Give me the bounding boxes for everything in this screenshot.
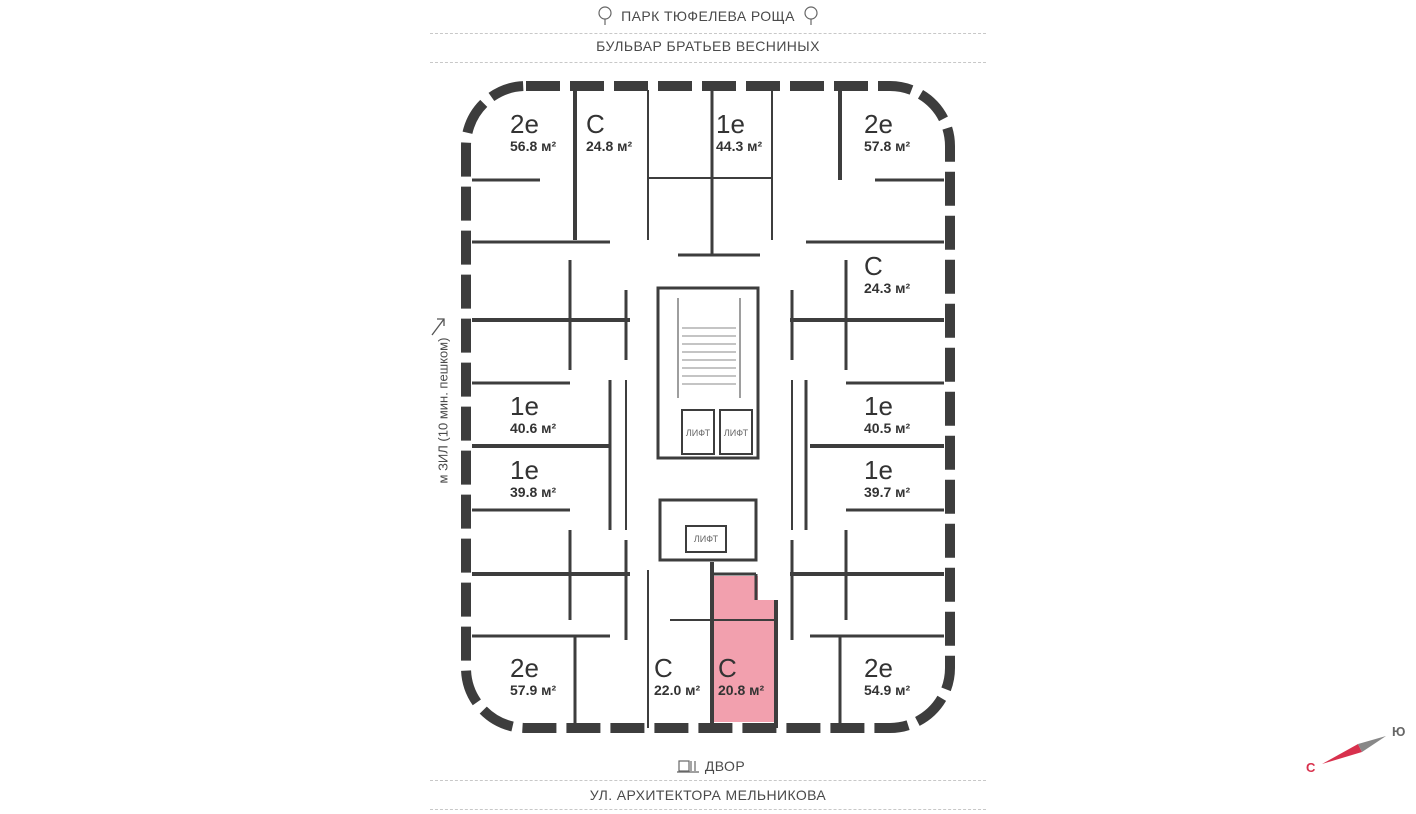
apartment-area: 40.6 м² — [510, 420, 557, 436]
apartment-type: 1е — [864, 455, 893, 485]
divider — [430, 809, 986, 810]
boulevard-name: БУЛЬВАР БРАТЬЕВ ВЕСНИНЫХ — [596, 38, 820, 54]
apartment-2e-57-9[interactable]: 2е 57.9 м² — [510, 654, 556, 698]
apartment-type: 1е — [510, 455, 539, 485]
divider — [430, 33, 986, 34]
park-name: ПАРК ТЮФЕЛЕВА РОЩА — [621, 8, 795, 25]
apartment-area: 24.8 м² — [586, 138, 633, 154]
apartment-type: 1е — [716, 109, 745, 139]
compass-needle-icon — [1322, 736, 1386, 764]
apartment-2e-57-8[interactable]: 2е 57.8 м² — [864, 110, 910, 154]
street-bottom-name: УЛ. АРХИТЕКТОРА МЕЛЬНИКОВА — [589, 787, 827, 803]
lift-label: ЛИФТ — [723, 428, 749, 438]
park-label: ПАРК ТЮФЕЛЕВА РОЩА — [430, 6, 986, 29]
apartment-area: 20.8 м² — [718, 682, 765, 698]
apartment-1e-39-7[interactable]: 1е 39.7 м² — [864, 456, 910, 500]
compass-south: Ю — [1392, 724, 1406, 739]
apartment-1e-40-6[interactable]: 1е 40.6 м² — [510, 392, 556, 436]
apartment-area: 39.8 м² — [510, 484, 557, 500]
apartment-type: 2е — [510, 653, 539, 683]
tree-icon — [595, 6, 615, 29]
apartment-studio-20-8-selected[interactable]: С 20.8 м² — [718, 654, 764, 698]
yard-name: ДВОР — [704, 758, 746, 775]
arrow-icon — [431, 318, 445, 336]
apartment-1e-40-5[interactable]: 1е 40.5 м² — [864, 392, 910, 436]
apartment-1e-44-3[interactable]: 1е 44.3 м² — [716, 110, 762, 154]
apartment-1e-39-8[interactable]: 1е 39.8 м² — [510, 456, 556, 500]
apartment-type: С — [654, 653, 673, 683]
apartment-studio-24-8[interactable]: С 24.8 м² — [586, 110, 632, 154]
apartment-area: 54.9 м² — [864, 682, 911, 698]
apartment-area: 57.9 м² — [510, 682, 557, 698]
apartment-studio-24-3[interactable]: С 24.3 м² — [864, 252, 910, 296]
apartment-2e-54-9[interactable]: 2е 54.9 м² — [864, 654, 910, 698]
apartment-area: 44.3 м² — [716, 138, 763, 154]
boulevard-label: БУЛЬВАР БРАТЬЕВ ВЕСНИНЫХ — [430, 38, 986, 54]
compass: С Ю — [1300, 722, 1410, 782]
street-bottom-label: УЛ. АРХИТЕКТОРА МЕЛЬНИКОВА — [430, 787, 986, 803]
apartment-type: 2е — [864, 109, 893, 139]
apartment-type: С — [718, 653, 737, 683]
yard-label: ДВОР — [430, 758, 986, 777]
metro-direction: м ЗИЛ (10 мин. пешком) — [428, 315, 451, 505]
metro-label: м ЗИЛ (10 мин. пешком) — [435, 337, 451, 484]
floor-plan: 2е 56.8 м² С 24.8 м² 1е 44.3 м² 2е 57.8 … — [460, 80, 956, 734]
divider — [430, 62, 986, 63]
compass-north: С — [1306, 760, 1316, 775]
floor-plan-drawing — [461, 81, 955, 733]
apartment-studio-22-0[interactable]: С 22.0 м² — [654, 654, 700, 698]
apartment-type: С — [586, 109, 605, 139]
apartment-type: 1е — [864, 391, 893, 421]
lift-label: ЛИФТ — [685, 428, 711, 438]
selected-apartment-fill — [712, 576, 776, 722]
apartment-area: 24.3 м² — [864, 280, 911, 296]
apartment-2e-56-8[interactable]: 2е 56.8 м² — [510, 110, 556, 154]
lift-label: ЛИФТ — [693, 534, 719, 544]
apartment-area: 40.5 м² — [864, 420, 911, 436]
apartment-type: С — [864, 251, 883, 281]
divider — [430, 780, 986, 781]
tree-icon — [801, 6, 821, 29]
apartment-type: 2е — [510, 109, 539, 139]
apartment-type: 2е — [864, 653, 893, 683]
apartment-area: 39.7 м² — [864, 484, 911, 500]
playground-icon — [676, 758, 699, 777]
apartment-area: 56.8 м² — [510, 138, 557, 154]
apartment-type: 1е — [510, 391, 539, 421]
apartment-area: 57.8 м² — [864, 138, 911, 154]
apartment-area: 22.0 м² — [654, 682, 701, 698]
